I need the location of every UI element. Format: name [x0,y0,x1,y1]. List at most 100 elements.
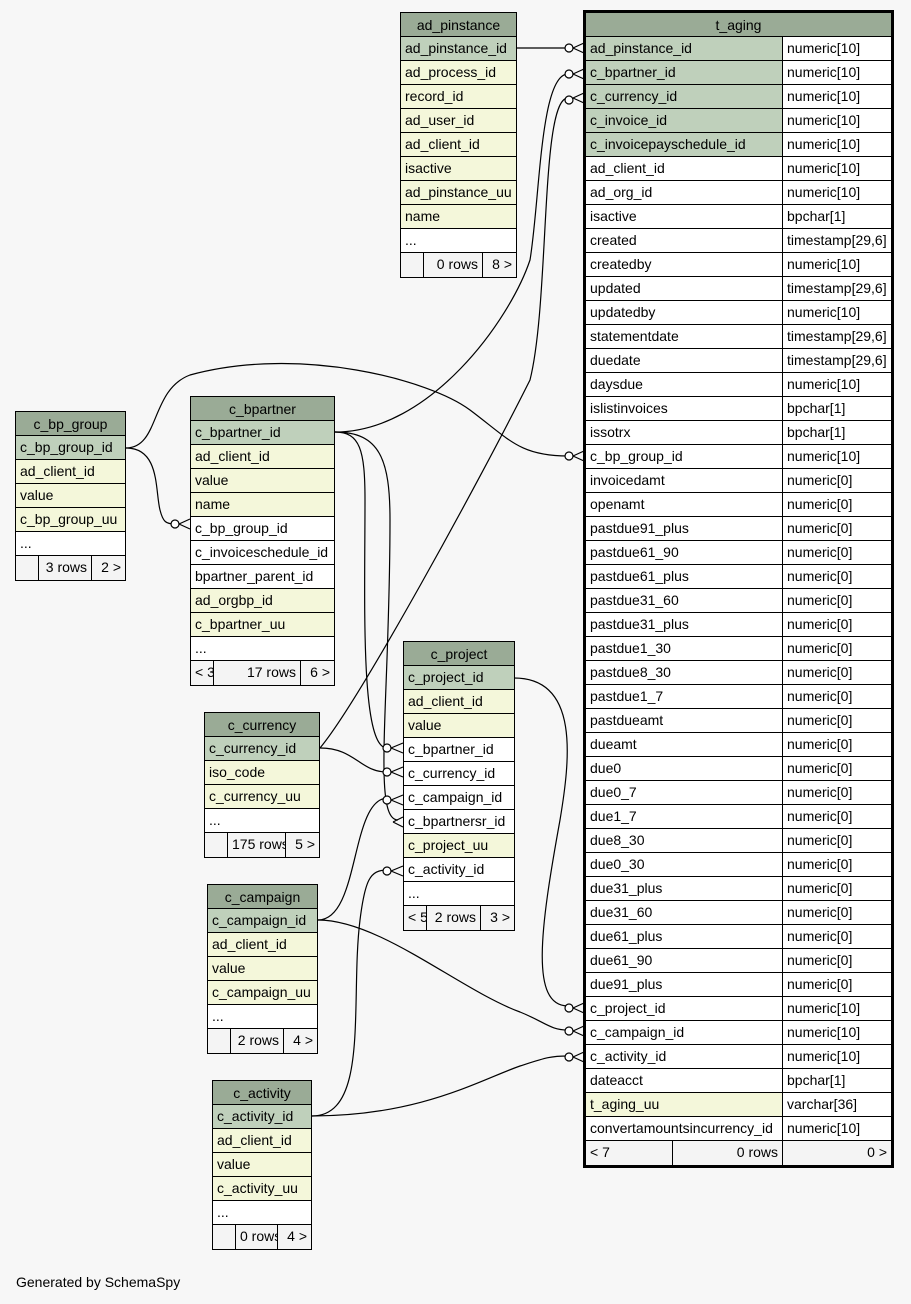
column-row[interactable]: c_campaign_uu [208,981,317,1005]
column-row[interactable]: c_project_uu [404,834,514,858]
column-row[interactable]: value [191,469,334,493]
column-row[interactable]: ... [16,532,125,556]
column-row[interactable]: ... [401,229,516,253]
column-row[interactable]: c_bpartner_id [404,738,514,762]
column-row[interactable]: c_currency_id [205,737,319,761]
column-row[interactable]: ad_user_id [401,109,516,133]
column-row[interactable]: c_campaign_id [208,909,317,933]
column-row[interactable]: c_currency_id [404,762,514,786]
column-row[interactable]: value [16,484,125,508]
column-row[interactable]: ... [205,809,319,833]
column-row[interactable]: c_bpartner_id [191,421,334,445]
column-row[interactable]: c_project_id [404,666,514,690]
column-row[interactable]: name [191,493,334,517]
column-row[interactable]: ad_client_id [191,445,334,469]
column-row[interactable]: value [404,714,514,738]
column-row[interactable]: value [213,1153,311,1177]
column-row[interactable]: c_invoiceschedule_id [191,541,334,565]
column-row[interactable]: isactive [401,157,516,181]
column-row[interactable]: c_activity_uu [213,1177,311,1201]
column-row[interactable]: c_activity_id [213,1105,311,1129]
column-row[interactable]: c_bp_group_uu [16,508,125,532]
column-row[interactable]: ad_client_id [213,1129,311,1153]
column-row[interactable]: c_currency_uu [205,785,319,809]
column-row[interactable]: record_id [401,85,516,109]
column-row[interactable]: c_bpartnersr_id [404,810,514,834]
column-row[interactable]: c_campaign_id [404,786,514,810]
column-row[interactable]: name [401,205,516,229]
column-row[interactable]: ad_client_id [16,460,125,484]
column-row[interactable]: ad_pinstance_id [401,37,516,61]
column-row[interactable]: bpartner_parent_id [191,565,334,589]
column-row[interactable]: c_bp_group_id [191,517,334,541]
column-row[interactable]: c_bp_group_id [16,436,125,460]
column-row[interactable]: ad_process_id [401,61,516,85]
column-row[interactable]: ad_client_id [401,133,516,157]
column-row[interactable]: ... [208,1005,317,1029]
column-row[interactable]: value [208,957,317,981]
column-row[interactable]: ... [404,882,514,906]
column-row[interactable]: c_activity_id [404,858,514,882]
column-row[interactable]: iso_code [205,761,319,785]
column-row[interactable]: ... [191,637,334,661]
column-row[interactable]: ad_client_id [404,690,514,714]
column-row[interactable]: ... [213,1201,311,1225]
column-row[interactable]: ad_client_id [208,933,317,957]
column-row[interactable]: ad_orgbp_id [191,589,334,613]
